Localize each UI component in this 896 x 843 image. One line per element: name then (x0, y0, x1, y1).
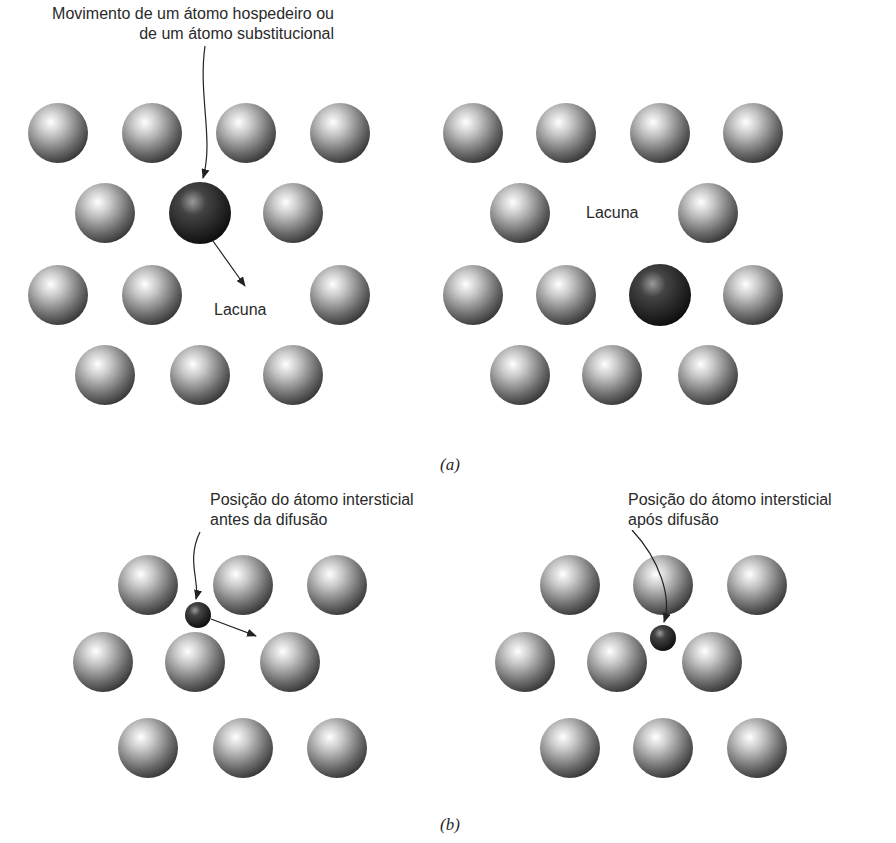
moving-atoms (169, 182, 691, 651)
callout-text: Posição do átomo intersticial antes da d… (208, 490, 444, 530)
host-atoms (28, 103, 787, 778)
vacancy-label: Lacuna (584, 203, 641, 223)
leader-lines (194, 46, 667, 636)
panel-caption: (a) (438, 455, 462, 475)
callout-text: Movimento de um átomo hospedeiro ou de u… (32, 4, 336, 44)
callout-text: Posição do átomo intersticial após difus… (626, 490, 862, 530)
panel-caption: (b) (438, 815, 462, 835)
vacancy-label: Lacuna (212, 300, 269, 320)
